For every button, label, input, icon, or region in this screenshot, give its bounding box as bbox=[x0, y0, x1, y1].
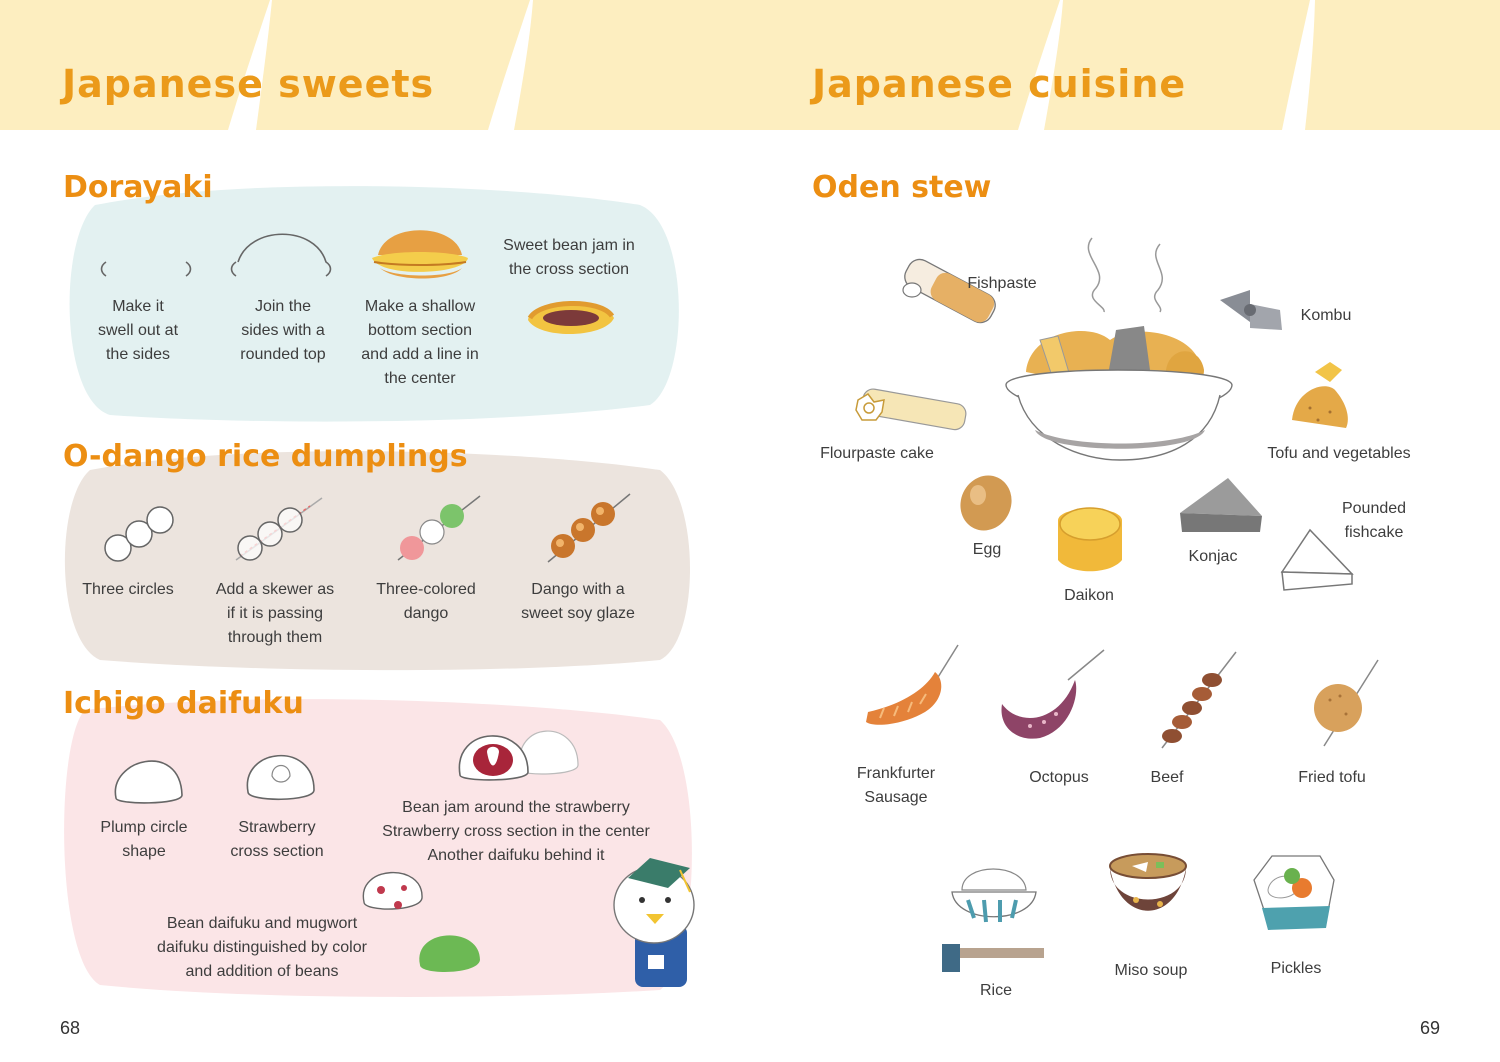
left-page-number: 68 bbox=[60, 1018, 81, 1038]
section-title-dango: O-dango rice dumplings bbox=[63, 439, 468, 474]
label-miso-soup: Miso soup bbox=[1114, 962, 1188, 979]
label-daikon: Daikon bbox=[1064, 587, 1114, 604]
header-band bbox=[0, 0, 1500, 130]
dango-step4-caption: Dango with a sweet soy glaze bbox=[521, 581, 635, 622]
daifuku-plump-circle-icon bbox=[114, 760, 183, 804]
pickles-icon bbox=[1253, 855, 1335, 930]
left-page-header: Japanese sweets bbox=[62, 62, 435, 106]
label-fishpaste: Fishpaste bbox=[967, 275, 1037, 292]
section-title-daifuku: Ichigo daifuku bbox=[63, 686, 304, 721]
label-frankfurter: Frankfurter Sausage bbox=[856, 765, 936, 806]
dorayaki-step1-caption: Make it swell out at the sides bbox=[97, 298, 179, 363]
dorayaki-step4-icon bbox=[527, 300, 615, 335]
tofu-vegetables-icon bbox=[1292, 362, 1348, 428]
section-title-oden: Oden stew bbox=[812, 170, 992, 205]
frankfurter-icon bbox=[866, 644, 959, 725]
dango-step2-caption: Add a skewer as if it is passing through… bbox=[215, 581, 335, 646]
dorayaki-step2-icon bbox=[230, 233, 332, 277]
label-egg: Egg bbox=[972, 541, 1002, 558]
konjac-icon bbox=[1180, 478, 1262, 532]
dorayaki-step1-icon bbox=[100, 261, 192, 277]
daifuku-step2-caption: Strawberry cross section bbox=[230, 819, 324, 860]
daifuku-strawberry-section-icon bbox=[246, 754, 315, 801]
label-fried-tofu: Fried tofu bbox=[1298, 769, 1366, 786]
oden-pot-icon bbox=[1005, 326, 1233, 461]
dango-three-circles-icon bbox=[104, 506, 174, 562]
header-swoosh-decoration bbox=[228, 0, 1315, 130]
egg-icon bbox=[960, 475, 1012, 531]
beef-icon bbox=[1161, 651, 1237, 749]
steam-icon bbox=[1087, 237, 1164, 313]
dorayaki-step4-caption: Sweet bean jam in the cross section bbox=[503, 237, 635, 278]
rice-bowl-icon bbox=[942, 868, 1044, 972]
kombu-icon bbox=[1220, 290, 1282, 330]
dango-blob bbox=[64, 451, 690, 671]
label-kombu: Kombu bbox=[1300, 307, 1352, 324]
dorayaki-blob bbox=[69, 186, 679, 422]
daifuku-strawberry-inside-icon bbox=[458, 730, 579, 781]
octopus-icon bbox=[1001, 649, 1105, 739]
bird-mascot-icon bbox=[613, 858, 695, 987]
label-konjac: Konjac bbox=[1188, 548, 1238, 565]
daifuku-step3-caption: Bean jam around the strawberry Strawberr… bbox=[382, 799, 650, 864]
label-tofu-vegetables: Tofu and vegetables bbox=[1267, 445, 1411, 462]
daifuku-bean-icon bbox=[362, 871, 423, 910]
label-octopus: Octopus bbox=[1029, 769, 1089, 786]
label-pickles: Pickles bbox=[1270, 960, 1322, 977]
daifuku-step4-caption: Bean daifuku and mugwort daifuku disting… bbox=[157, 915, 367, 980]
dango-step1-caption: Three circles bbox=[82, 581, 174, 598]
label-rice: Rice bbox=[979, 982, 1012, 999]
dango-soy-glaze-icon bbox=[547, 493, 631, 563]
dango-step3-caption: Three-colored dango bbox=[376, 581, 476, 622]
daifuku-step1-caption: Plump circle shape bbox=[100, 819, 188, 860]
fishpaste-icon bbox=[902, 258, 996, 324]
label-flourpaste: Flourpaste cake bbox=[820, 445, 934, 462]
right-page-number: 69 bbox=[1420, 1018, 1441, 1038]
dorayaki-step3-icon bbox=[372, 230, 468, 279]
pounded-fishcake-icon bbox=[1280, 528, 1354, 591]
fried-tofu-icon bbox=[1314, 659, 1379, 747]
label-beef: Beef bbox=[1150, 769, 1184, 786]
daikon-icon bbox=[1058, 507, 1122, 572]
daifuku-mugwort-icon bbox=[419, 935, 480, 972]
section-title-dorayaki: Dorayaki bbox=[63, 170, 213, 205]
dango-three-color-icon bbox=[397, 495, 481, 561]
label-pounded-fishcake: Pounded fishcake bbox=[1341, 500, 1407, 541]
miso-soup-icon bbox=[1109, 853, 1187, 911]
dorayaki-step3-caption: Make a shallow bottom section and add a … bbox=[361, 298, 479, 387]
dango-skewer-icon bbox=[235, 497, 323, 561]
flourpaste-cake-icon bbox=[855, 388, 967, 431]
dorayaki-step2-caption: Join the sides with a rounded top bbox=[240, 298, 326, 363]
right-page-header: Japanese cuisine bbox=[812, 62, 1187, 106]
